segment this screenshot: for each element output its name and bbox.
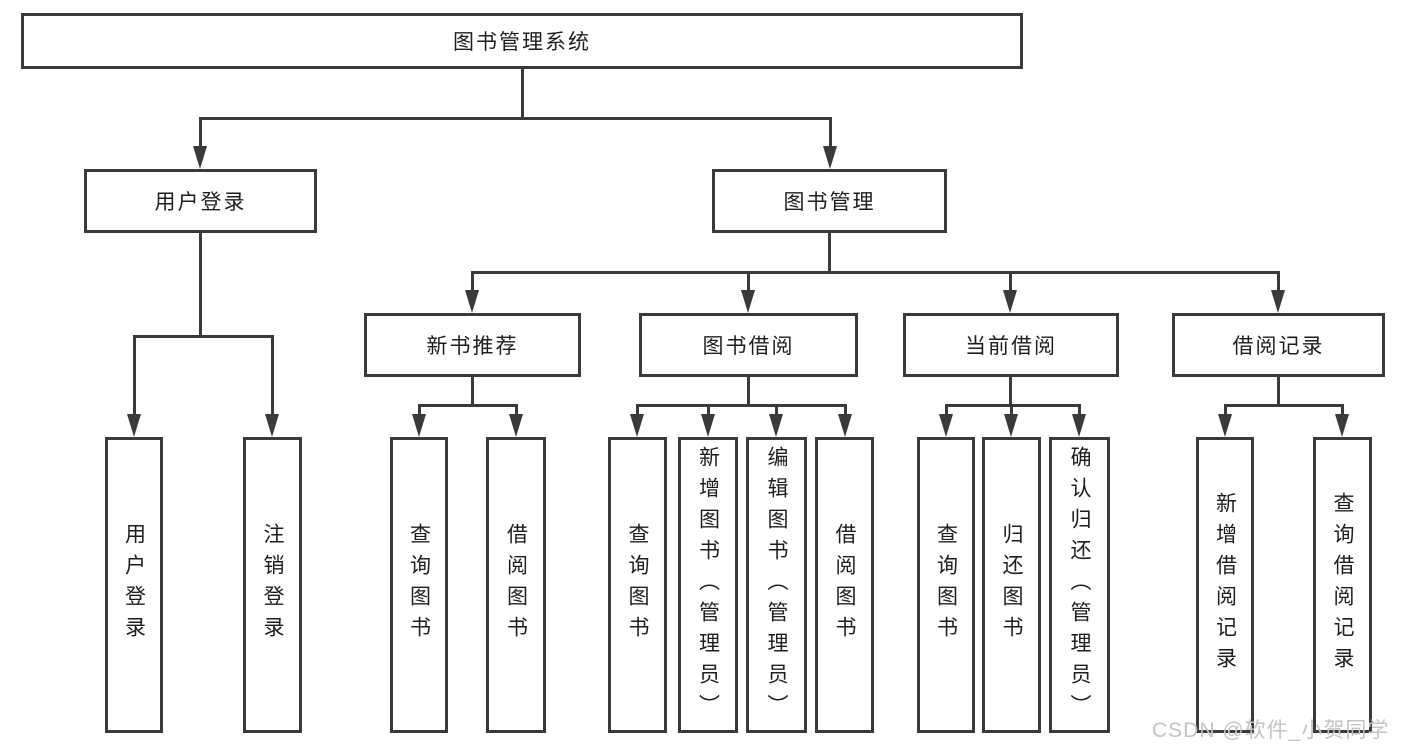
- arrow-down-bb-leaf1: [630, 414, 644, 437]
- node-user-login: 用户登录: [84, 169, 317, 233]
- leaf-bb-add-books-admin: 新增图书（管理员）: [678, 437, 738, 733]
- arrow-down-new-book: [465, 290, 479, 313]
- connector-user-login-stem: [199, 233, 202, 337]
- leaf-user-login: 用户登录: [105, 437, 163, 733]
- leaf-bb-edit-books-admin-label: 编辑图书（管理员）: [765, 445, 788, 725]
- leaf-nb-borrow-books: 借阅图书: [486, 437, 546, 733]
- leaf-bb-edit-books-admin: 编辑图书（管理员）: [746, 437, 807, 733]
- node-book-management: 图书管理: [712, 169, 947, 233]
- arrow-down-borrow-records: [1271, 290, 1285, 313]
- arrow-down-nb-leaf2: [509, 414, 523, 437]
- connector-nb-leaf1-drop: [418, 404, 421, 417]
- connector-borrow-records-drop: [1277, 271, 1280, 293]
- arrow-down-nb-leaf1: [412, 414, 426, 437]
- arrow-down-user-login: [193, 146, 207, 169]
- connector-root-stem: [521, 69, 524, 119]
- connector-br-leaf2-drop: [1341, 404, 1344, 417]
- arrow-down-cb-leaf1: [939, 414, 953, 437]
- leaf-br-add-borrow-record-label: 新增借阅记录: [1213, 492, 1237, 678]
- leaf-cb-return-books-label: 归还图书: [1000, 523, 1023, 647]
- connector-new-book-leaf-hline: [418, 404, 517, 407]
- leaf-br-add-borrow-record: 新增借阅记录: [1196, 437, 1254, 733]
- connector-borrow-records-stem: [1277, 377, 1280, 406]
- connector-book-mgmt-drop: [829, 117, 832, 150]
- node-current-borrow: 当前借阅: [903, 313, 1119, 377]
- arrow-down-leaf-user-login: [127, 414, 141, 437]
- connector-new-book-drop: [471, 271, 474, 293]
- connector-level1-hline: [199, 117, 832, 120]
- connector-book-mgmt-stem: [828, 233, 831, 273]
- node-library-management-system: 图书管理系统: [21, 13, 1023, 69]
- connector-br-leaf1-drop: [1224, 404, 1227, 417]
- node-new-book-recommend: 新书推荐: [364, 313, 581, 377]
- leaf-bb-add-books-admin-label: 新增图书（管理员）: [696, 445, 720, 725]
- arrow-down-bb-leaf4: [838, 414, 852, 437]
- leaf-nb-query-books: 查询图书: [390, 437, 448, 733]
- leaf-bb-borrow-books-label: 借阅图书: [833, 523, 856, 647]
- arrow-down-br-leaf2: [1335, 414, 1349, 437]
- connector-bb-leaf2-drop: [707, 404, 710, 417]
- connector-new-book-stem: [471, 377, 474, 406]
- connector-user-login-hline: [133, 335, 274, 338]
- leaf-cb-query-books-label: 查询图书: [934, 523, 958, 647]
- arrow-down-bb-leaf2: [701, 414, 715, 437]
- arrow-down-current-borrow: [1003, 290, 1017, 313]
- connector-nb-leaf2-drop: [515, 404, 518, 417]
- connector-bb-leaf1-drop: [636, 404, 639, 417]
- leaf-cb-query-books: 查询图书: [917, 437, 975, 733]
- leaf-cb-return-books: 归还图书: [982, 437, 1041, 733]
- arrow-down-book-mgmt: [823, 146, 837, 169]
- node-borrow-records: 借阅记录: [1172, 313, 1385, 377]
- leaf-bb-query-books: 查询图书: [608, 437, 667, 733]
- leaf-bb-borrow-books: 借阅图书: [815, 437, 874, 733]
- leaf-cb-confirm-return-admin: 确认归还（管理员）: [1049, 437, 1110, 733]
- arrow-down-cb-leaf3: [1072, 414, 1086, 437]
- leaf-logout: 注销登录: [243, 437, 302, 733]
- connector-book-borrow-leaf-hline: [636, 404, 845, 407]
- connector-book-borrow-stem: [747, 377, 750, 406]
- arrow-down-leaf-logout: [265, 414, 279, 437]
- connector-current-borrow-stem: [1009, 377, 1012, 406]
- leaf-br-query-borrow-record-label: 查询借阅记录: [1331, 492, 1354, 678]
- connector-bb-leaf3-drop: [775, 404, 778, 417]
- node-book-borrow: 图书借阅: [639, 313, 858, 377]
- leaf-cb-confirm-return-admin-label: 确认归还（管理员）: [1068, 445, 1091, 725]
- leaf-nb-borrow-books-label: 借阅图书: [504, 523, 528, 647]
- connector-leaf-logout-drop: [271, 335, 274, 417]
- connector-bb-leaf4-drop: [844, 404, 847, 417]
- arrow-down-cb-leaf2: [1004, 414, 1018, 437]
- watermark-text: CSDN @软件_小贺同学: [1152, 719, 1390, 742]
- connector-cb-leaf1-drop: [945, 404, 948, 417]
- connector-current-borrow-drop: [1009, 271, 1012, 293]
- leaf-bb-query-books-label: 查询图书: [626, 523, 649, 647]
- connector-user-login-drop: [199, 117, 202, 150]
- arrow-down-bb-leaf3: [769, 414, 783, 437]
- arrow-down-br-leaf1: [1218, 414, 1232, 437]
- connector-leaf-user-login-drop: [133, 335, 136, 417]
- connector-book-borrow-drop: [747, 271, 750, 293]
- connector-borrow-records-leaf-hline: [1224, 404, 1343, 407]
- leaf-nb-query-books-label: 查询图书: [407, 523, 431, 647]
- leaf-user-login-label: 用户登录: [122, 523, 146, 647]
- arrow-down-book-borrow: [741, 290, 755, 313]
- connector-level2-hline: [471, 271, 1279, 274]
- leaf-logout-label: 注销登录: [261, 523, 284, 647]
- connector-cb-leaf2-drop: [1010, 404, 1013, 417]
- leaf-br-query-borrow-record: 查询借阅记录: [1313, 437, 1372, 733]
- connector-cb-leaf3-drop: [1078, 404, 1081, 417]
